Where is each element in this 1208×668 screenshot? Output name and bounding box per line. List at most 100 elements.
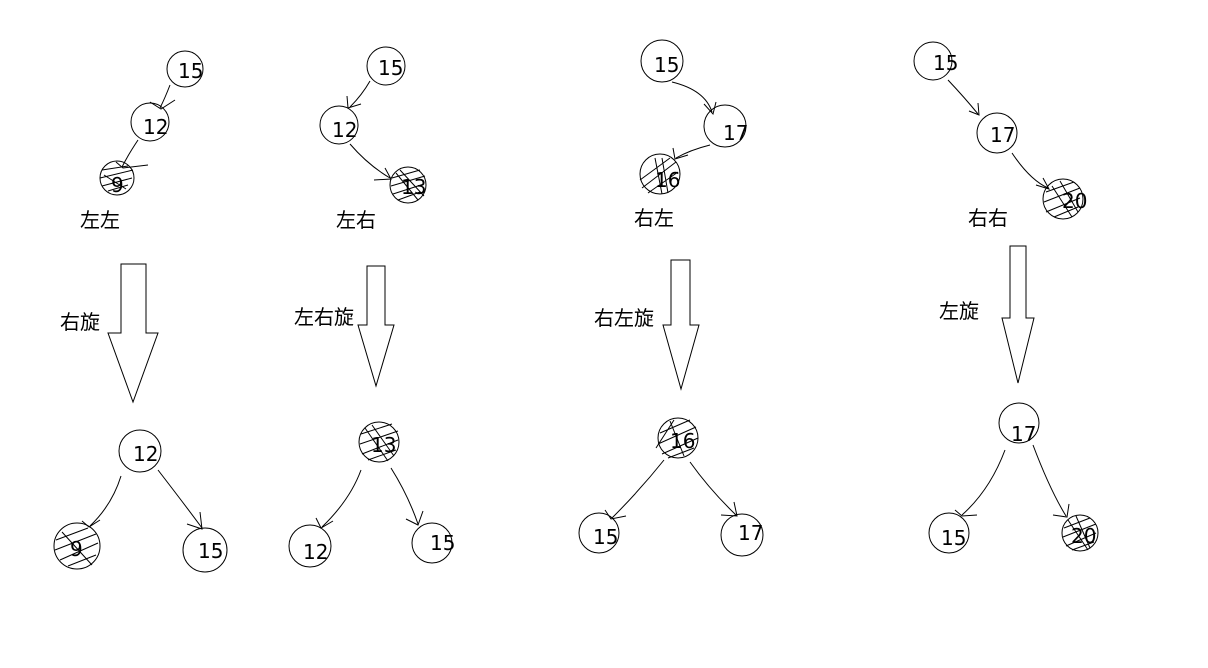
case-label: 左左 bbox=[80, 208, 120, 232]
arrowhead bbox=[149, 99, 176, 110]
node-label: 17 bbox=[738, 521, 763, 545]
rotation-label: 左右旋 bbox=[294, 305, 354, 329]
arrowhead bbox=[954, 509, 978, 517]
node-label: 15 bbox=[178, 59, 203, 83]
node-shaded: 13 bbox=[358, 421, 400, 463]
node-label: 17 bbox=[723, 121, 748, 145]
node: 17 bbox=[703, 104, 748, 148]
edge-16-15 bbox=[611, 459, 665, 519]
node-label: 15 bbox=[198, 539, 223, 563]
node-label: 15 bbox=[941, 526, 966, 550]
panel-right-right: 15 17 20 右右 左旋 17 bbox=[913, 41, 1099, 554]
down-arrow bbox=[357, 265, 395, 388]
after-tree: 17 15 20 bbox=[928, 402, 1099, 554]
edge-12-15 bbox=[157, 469, 203, 529]
rotation-label: 左旋 bbox=[939, 299, 979, 323]
node-label: 13 bbox=[401, 175, 426, 199]
node-label: 15 bbox=[933, 51, 958, 75]
node-label: 16 bbox=[670, 429, 695, 453]
rotation-label: 右左旋 bbox=[594, 306, 654, 330]
node-label: 13 bbox=[371, 433, 396, 457]
node: 15 bbox=[928, 512, 970, 554]
edge-15-17 bbox=[671, 81, 713, 113]
node: 17 bbox=[720, 513, 764, 557]
node: 15 bbox=[411, 522, 455, 564]
edge-15-17 bbox=[947, 79, 979, 115]
node: 15 bbox=[640, 39, 684, 83]
node-shaded: 16 bbox=[655, 417, 699, 459]
arrowhead bbox=[672, 147, 689, 160]
case-label: 右左 bbox=[634, 206, 674, 230]
node-shaded: 20 bbox=[1061, 514, 1099, 552]
after-tree: 16 15 17 bbox=[578, 417, 764, 557]
node-label: 17 bbox=[990, 123, 1015, 147]
node-shaded: 16 bbox=[639, 153, 681, 195]
arrowhead bbox=[81, 519, 101, 528]
edge-12-13 bbox=[349, 143, 391, 179]
after-tree: 12 9 15 bbox=[53, 429, 228, 573]
arrowhead bbox=[703, 101, 717, 116]
node-label: 12 bbox=[332, 118, 357, 142]
before-tree: 15 17 16 bbox=[639, 39, 748, 195]
edge-12-9 bbox=[121, 139, 139, 168]
node-label: 9 bbox=[70, 537, 83, 561]
node-label: 16 bbox=[655, 168, 680, 192]
edge-17-20 bbox=[1011, 152, 1049, 189]
node-label: 15 bbox=[430, 531, 455, 555]
down-arrow bbox=[107, 263, 159, 404]
edge-17-16 bbox=[675, 144, 711, 159]
node: 15 bbox=[366, 46, 406, 86]
edge-12-9 bbox=[89, 475, 122, 527]
node: 12 bbox=[288, 524, 332, 568]
edge-13-15 bbox=[390, 467, 419, 525]
down-arrow bbox=[662, 259, 700, 391]
node-label: 20 bbox=[1071, 524, 1096, 548]
node: 15 bbox=[182, 527, 228, 573]
arrowhead bbox=[1035, 177, 1051, 190]
node: 15 bbox=[166, 50, 204, 88]
node-shaded: 20 bbox=[1042, 178, 1087, 220]
node-shaded: 9 bbox=[53, 522, 101, 570]
arrowhead bbox=[604, 509, 627, 520]
node-label: 12 bbox=[143, 115, 168, 139]
arrowhead bbox=[968, 102, 980, 116]
edge-13-12 bbox=[321, 469, 362, 528]
panel-left-right: 15 12 13 左右 左右旋 13 bbox=[288, 46, 455, 568]
panel-left-left: 15 12 9 左左 右旋 12 bbox=[53, 50, 228, 573]
rotation-label: 右旋 bbox=[60, 310, 100, 334]
node-shaded: 13 bbox=[389, 166, 427, 204]
node-label: 12 bbox=[133, 442, 158, 466]
panel-right-left: 15 17 16 右左 右左旋 16 bbox=[578, 39, 764, 557]
node-label: 17 bbox=[1011, 422, 1036, 446]
arrowhead bbox=[405, 510, 424, 526]
node: 12 bbox=[319, 105, 359, 145]
node-label: 15 bbox=[378, 56, 403, 80]
node-label: 20 bbox=[1062, 189, 1087, 213]
node-label: 9 bbox=[111, 173, 124, 197]
after-tree: 13 12 15 bbox=[288, 421, 455, 568]
arrowhead bbox=[373, 167, 392, 181]
arrowhead bbox=[115, 161, 149, 169]
down-arrow bbox=[1001, 245, 1035, 384]
node: 12 bbox=[118, 429, 162, 473]
node: 15 bbox=[578, 512, 620, 554]
edge-17-20 bbox=[1032, 444, 1067, 517]
before-tree: 15 17 20 bbox=[913, 41, 1087, 220]
edge-15-12 bbox=[349, 80, 371, 108]
before-tree: 15 12 9 bbox=[99, 50, 204, 197]
node: 12 bbox=[130, 102, 170, 142]
arrowhead bbox=[720, 501, 738, 517]
node: 17 bbox=[976, 112, 1018, 154]
edge-17-15 bbox=[961, 449, 1006, 516]
node-label: 12 bbox=[303, 540, 328, 564]
edge-16-17 bbox=[689, 461, 737, 516]
node-label: 15 bbox=[593, 525, 618, 549]
node-shaded: 9 bbox=[99, 160, 135, 197]
arrowhead bbox=[186, 511, 203, 530]
node-label: 15 bbox=[654, 53, 679, 77]
before-tree: 15 12 13 bbox=[319, 46, 427, 204]
case-label: 左右 bbox=[336, 208, 376, 232]
node: 15 bbox=[913, 41, 958, 81]
node: 17 bbox=[998, 402, 1040, 446]
